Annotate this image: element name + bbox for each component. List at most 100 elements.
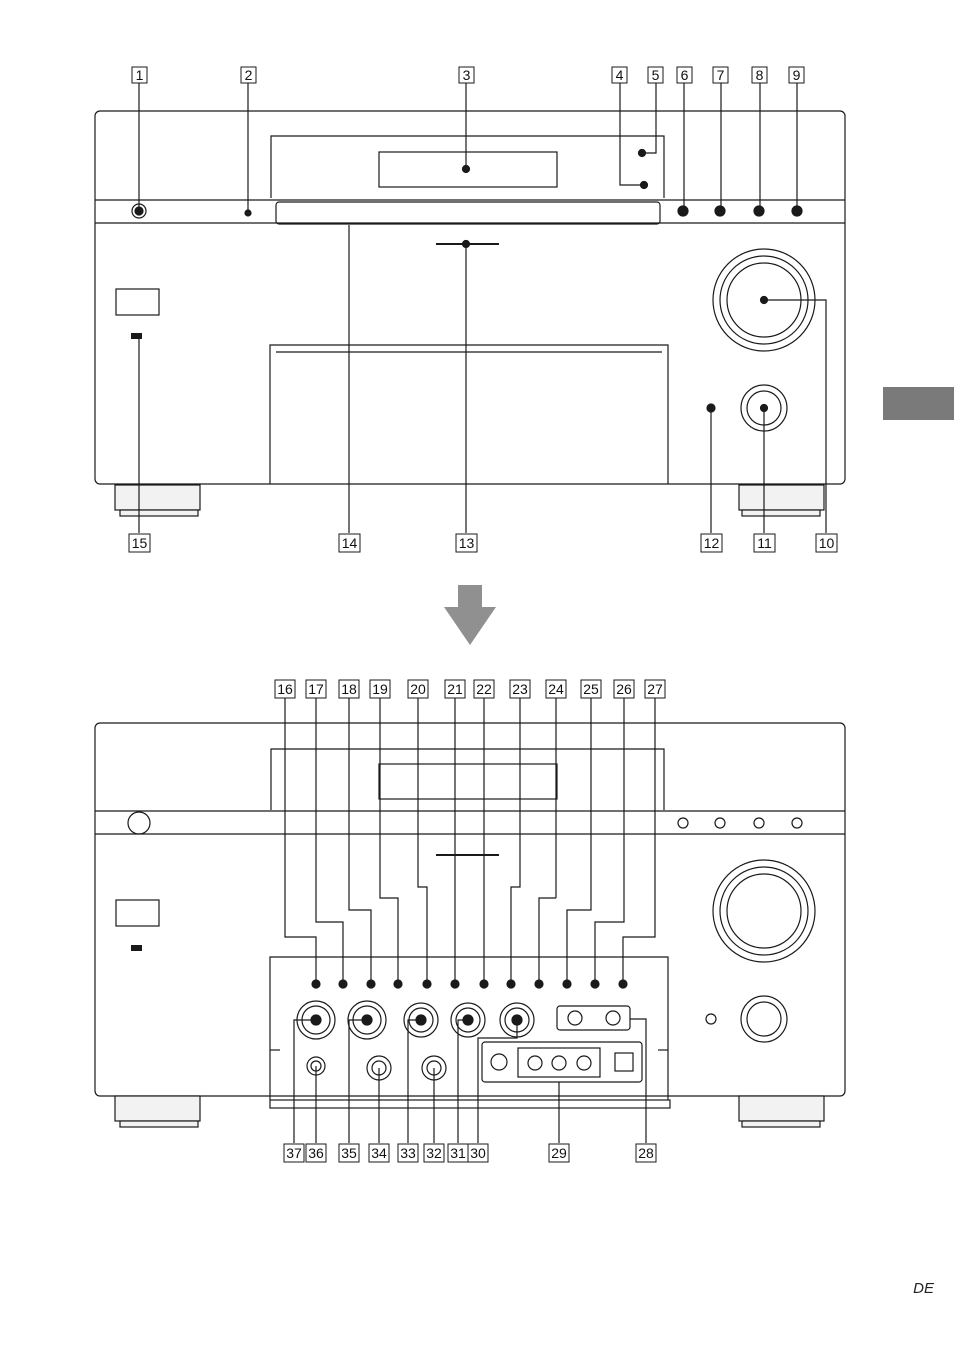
svg-text:33: 33 [400, 1145, 416, 1161]
callout-30: 30 [467, 1143, 489, 1163]
callout-35: 35 [338, 1143, 360, 1163]
callout-3: 3 [458, 66, 475, 84]
svg-text:19: 19 [372, 681, 388, 697]
door-knob-35[interactable] [347, 1000, 387, 1040]
receiver-open-view [94, 722, 846, 1128]
svg-text:21: 21 [447, 681, 463, 697]
front-button-6[interactable] [677, 205, 689, 217]
svg-text:9: 9 [793, 67, 801, 83]
door-knob-31[interactable] [450, 1002, 486, 1038]
receiver-body-open [94, 722, 846, 1097]
svg-text:29: 29 [551, 1145, 567, 1161]
port-group-28 [556, 1005, 631, 1031]
callout-22: 22 [473, 679, 495, 699]
bottom-callouts: 16 17 18 19 20 21 22 23 24 25 26 27 28 2… [274, 679, 666, 1163]
top-callouts: 1 2 3 4 5 6 7 8 9 10 11 12 13 14 15 [128, 66, 838, 553]
callout-1: 1 [131, 66, 148, 84]
bottom-callout-leaders [284, 698, 656, 1143]
svg-text:4: 4 [616, 67, 624, 83]
callout-28: 28 [635, 1143, 657, 1163]
power-button-open[interactable] [127, 811, 151, 835]
callout-6: 6 [676, 66, 693, 84]
callout-27: 27 [644, 679, 666, 699]
callout-8: 8 [751, 66, 768, 84]
svg-text:16: 16 [277, 681, 293, 697]
callout-19: 19 [369, 679, 391, 699]
svg-text:12: 12 [704, 535, 720, 551]
svg-text:25: 25 [583, 681, 599, 697]
callout-26: 26 [613, 679, 635, 699]
foot-left [114, 484, 201, 511]
callout-37: 37 [283, 1143, 305, 1163]
svg-text:23: 23 [512, 681, 528, 697]
svg-text:14: 14 [342, 535, 358, 551]
callout-25: 25 [580, 679, 602, 699]
opened-door-panel [269, 956, 669, 1100]
svg-text:26: 26 [616, 681, 632, 697]
foot-right [738, 484, 825, 511]
page-language-tag: DE [913, 1280, 934, 1297]
door-knob-33[interactable] [403, 1002, 439, 1038]
svg-text:31: 31 [450, 1145, 466, 1161]
callout-24: 24 [545, 679, 567, 699]
front-button-8[interactable] [753, 205, 765, 217]
callout-7: 7 [712, 66, 729, 84]
callout-36: 36 [305, 1143, 327, 1163]
callout-23: 23 [509, 679, 531, 699]
callout-9: 9 [788, 66, 805, 84]
callout-32: 32 [423, 1143, 445, 1163]
callout-15: 15 [128, 533, 151, 553]
svg-text:24: 24 [548, 681, 564, 697]
display-window-frame [270, 135, 665, 198]
callout-5: 5 [647, 66, 664, 84]
callout-20: 20 [407, 679, 429, 699]
svg-text:17: 17 [308, 681, 324, 697]
remote-sensor [115, 288, 160, 316]
svg-text:15: 15 [132, 535, 148, 551]
callout-11: 11 [753, 533, 776, 553]
svg-text:34: 34 [371, 1145, 387, 1161]
svg-text:1: 1 [136, 67, 144, 83]
down-arrow [444, 585, 496, 645]
top-callout-leaders [138, 82, 827, 533]
svg-text:32: 32 [426, 1145, 442, 1161]
port-group-29 [481, 1041, 643, 1083]
svg-text:10: 10 [819, 535, 835, 551]
svg-text:28: 28 [638, 1145, 654, 1161]
callout-14: 14 [338, 533, 361, 553]
svg-text:22: 22 [476, 681, 492, 697]
svg-text:3: 3 [463, 67, 471, 83]
callout-12: 12 [700, 533, 723, 553]
callout-13: 13 [455, 533, 478, 553]
svg-text:5: 5 [652, 67, 660, 83]
callout-2: 2 [240, 66, 257, 84]
callout-18: 18 [338, 679, 360, 699]
svg-text:6: 6 [681, 67, 689, 83]
front-button-7[interactable] [714, 205, 726, 217]
callout-16: 16 [274, 679, 296, 699]
callout-33: 33 [397, 1143, 419, 1163]
svg-text:36: 36 [308, 1145, 324, 1161]
receiver-top-view [94, 110, 846, 517]
section-tab-marker [883, 387, 954, 420]
input-button-strip [275, 201, 661, 225]
svg-text:30: 30 [470, 1145, 486, 1161]
svg-text:13: 13 [459, 535, 475, 551]
svg-text:20: 20 [410, 681, 426, 697]
callout-10: 10 [815, 533, 838, 553]
callout-17: 17 [305, 679, 327, 699]
svg-text:8: 8 [756, 67, 764, 83]
callout-4: 4 [611, 66, 628, 84]
front-door [269, 344, 669, 484]
svg-text:2: 2 [245, 67, 253, 83]
svg-text:11: 11 [757, 535, 772, 551]
svg-text:7: 7 [717, 67, 725, 83]
callout-29: 29 [548, 1143, 570, 1163]
svg-text:37: 37 [286, 1145, 302, 1161]
callout-21: 21 [444, 679, 466, 699]
receiver-body [94, 110, 846, 485]
display-screen [378, 151, 558, 188]
callout-34: 34 [368, 1143, 390, 1163]
svg-text:18: 18 [341, 681, 357, 697]
